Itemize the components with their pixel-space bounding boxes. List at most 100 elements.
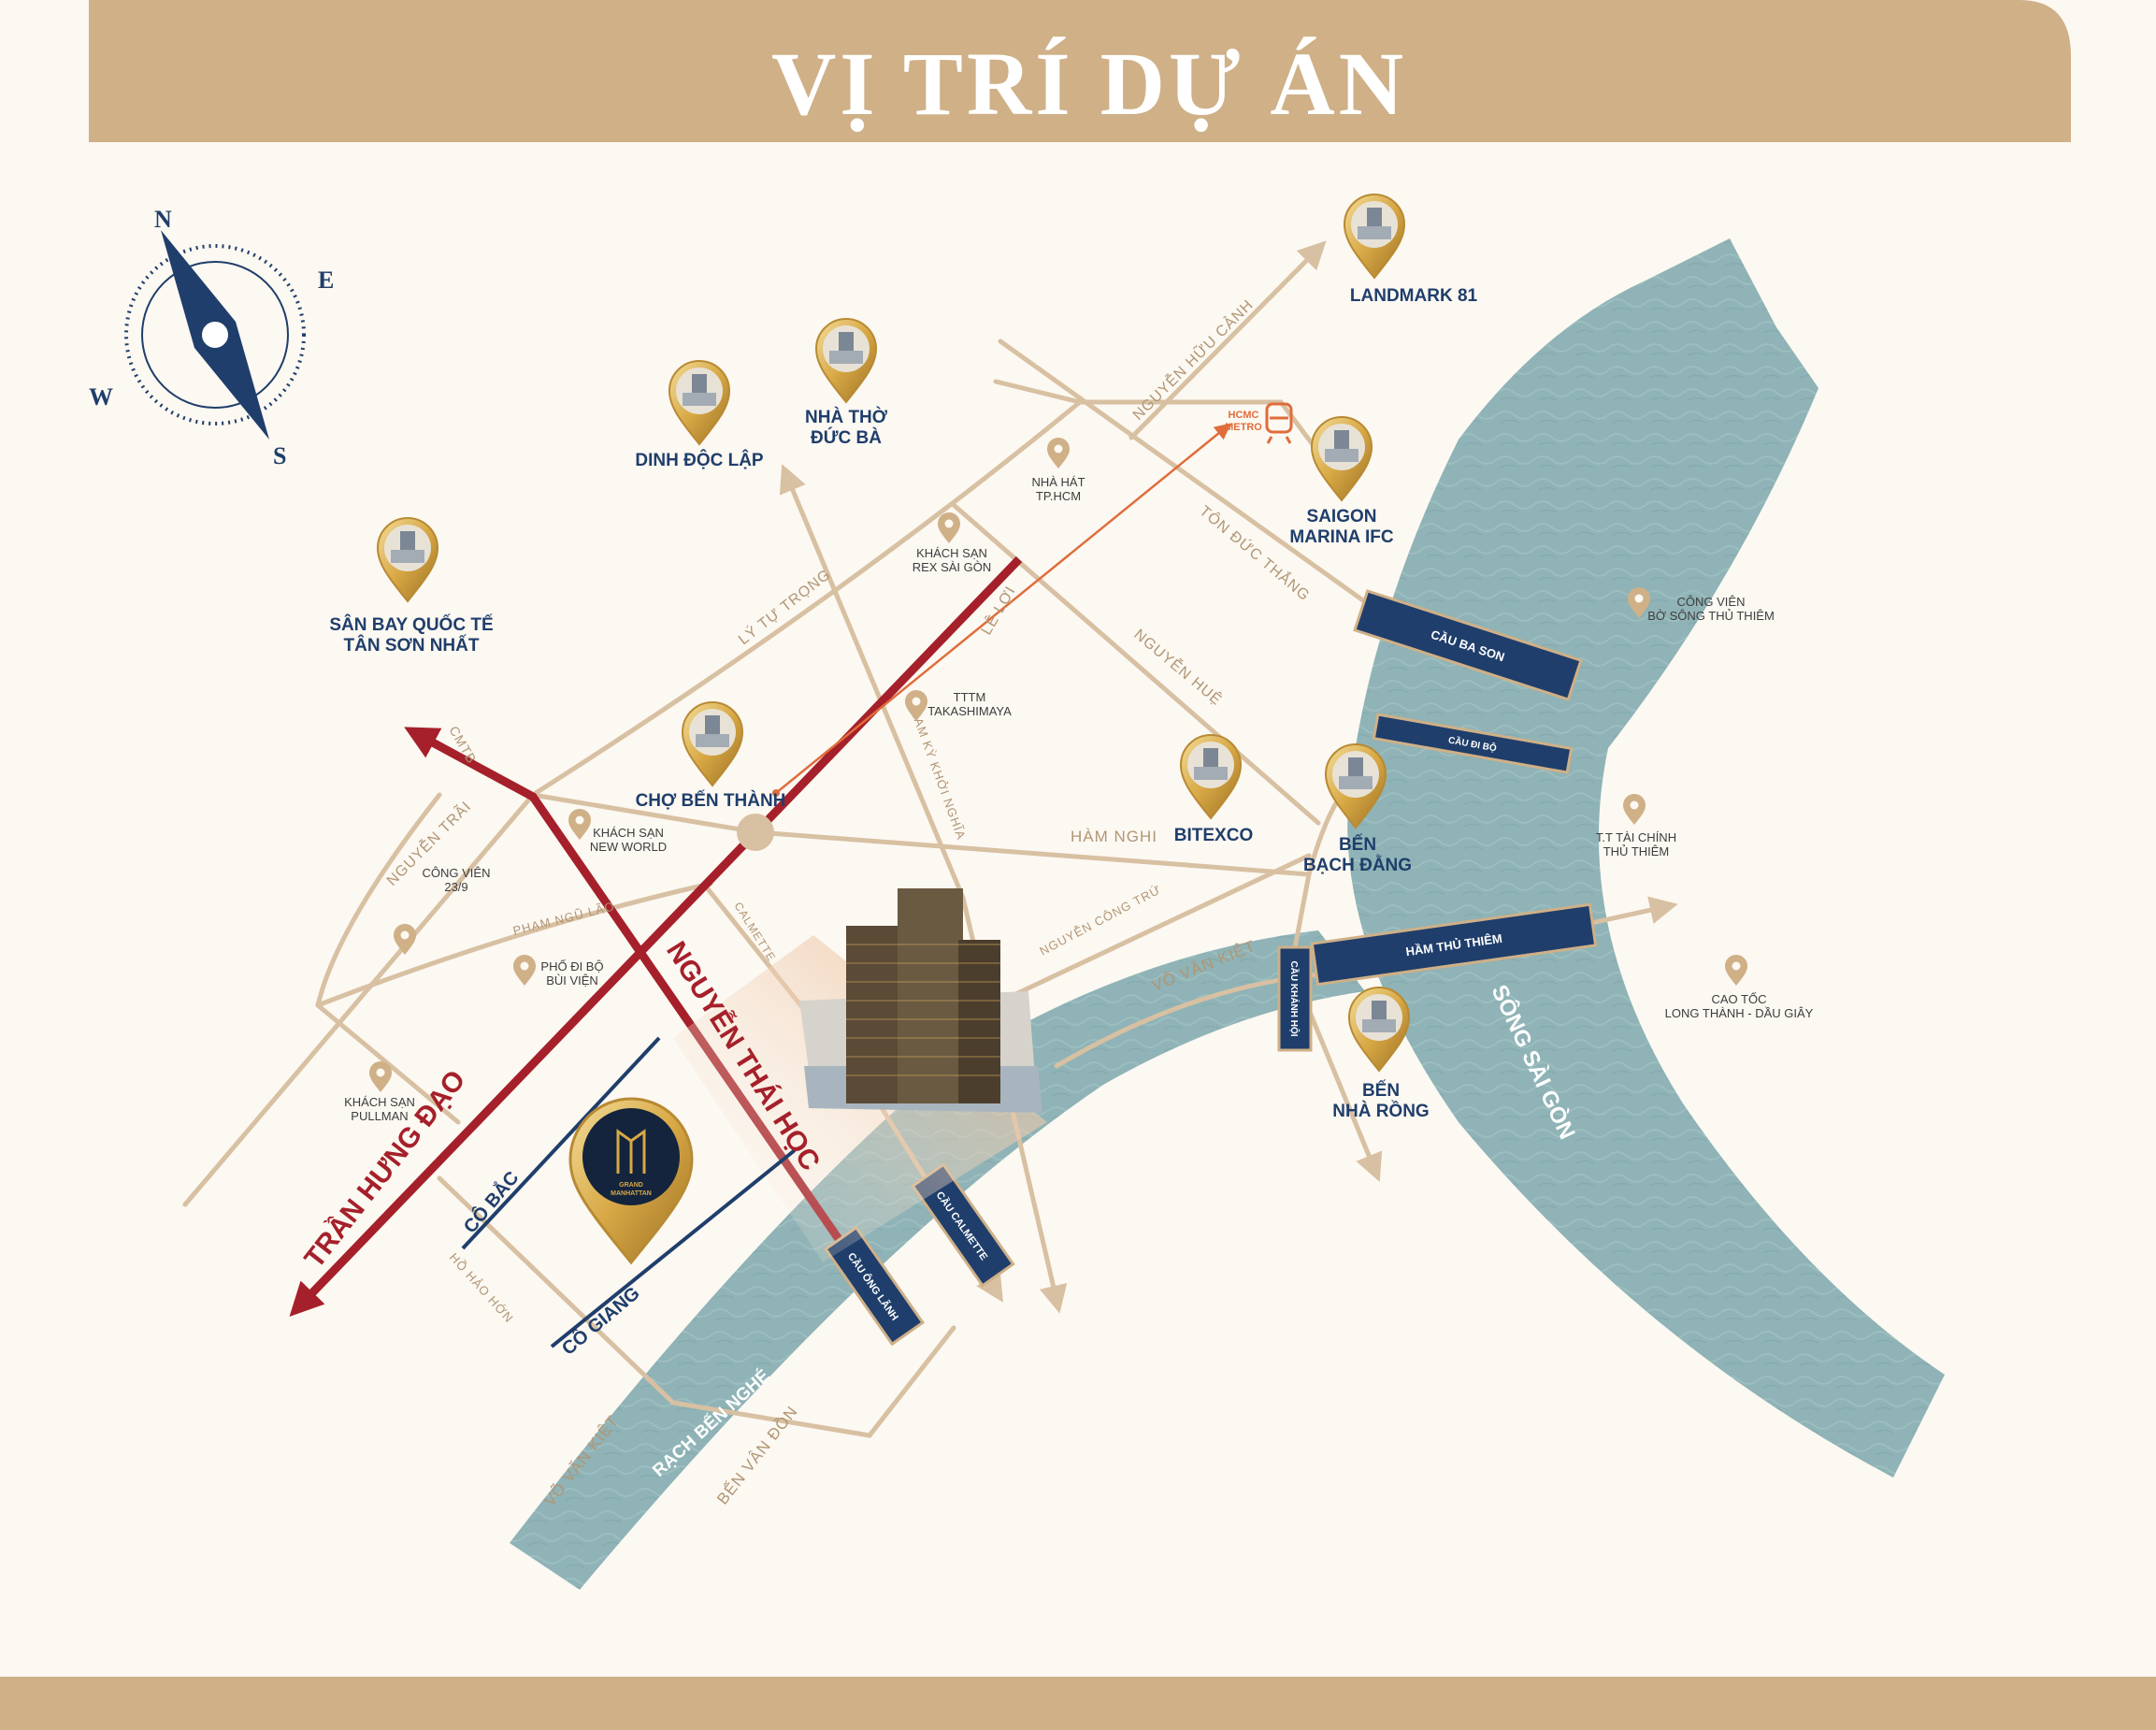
poi-label: TAKASHIMAYA	[927, 704, 1012, 718]
grand-manhattan-logo-icon	[616, 1129, 646, 1174]
compass-rose: N E S W	[89, 206, 334, 469]
bridges: CẦU BA SON CẦU ĐI BỘ HẦM THỦ THIÊM CẦU K…	[823, 589, 1598, 1347]
landmark-label: ĐỨC BÀ	[811, 427, 882, 448]
compass-e: E	[318, 267, 334, 294]
landmark-5: CHỢ BẾN THÀNH	[636, 701, 786, 811]
poi-label: BỜ SÔNG THỦ THIÊM	[1647, 609, 1775, 623]
road-nguyen-huu-canh	[1128, 240, 1327, 440]
landmark-label: DINH ĐỘC LẬP	[635, 450, 764, 470]
poi-label: NHÀ HÁT	[1031, 475, 1085, 489]
poi-label: BÙI VIỆN	[546, 973, 598, 988]
street-ly-tu-trong: LÝ TỰ TRỌNG	[735, 565, 834, 648]
location-pin-icon	[938, 512, 960, 543]
bridge-cau-ba-son: CẦU BA SON	[1353, 589, 1583, 701]
poi-label: THỦ THIÊM	[1603, 844, 1670, 858]
market-icon	[681, 701, 744, 787]
road-nguyen-cong-tru	[970, 853, 1312, 1017]
poi-label: TP.HCM	[1036, 489, 1081, 503]
landmark-label: SÂN BAY QUỐC TẾ	[329, 614, 493, 635]
compass-s: S	[273, 442, 286, 469]
poi-label: 23/9	[444, 880, 467, 894]
compass-n: N	[154, 206, 172, 233]
poi-label: CÔNG VIÊN	[1677, 595, 1746, 609]
location-pin-icon	[1047, 438, 1070, 469]
location-pin-icon	[513, 955, 536, 986]
road-co-bac	[461, 1036, 661, 1250]
bitexco-icon	[1179, 734, 1243, 820]
bridge-ham-thu-thiem: HẦM THỦ THIÊM	[1310, 902, 1598, 987]
landmark-label: BẾN	[1339, 834, 1376, 855]
header-banner: VỊ TRÍ DỰ ÁN	[89, 0, 2071, 142]
bridge-cau-di-bo: CẦU ĐI BỘ	[1372, 713, 1574, 774]
poi-label: NEW WORLD	[590, 840, 667, 854]
museum-icon	[1347, 987, 1411, 1073]
tower-icon	[1310, 416, 1373, 502]
landmark-0: LANDMARK 81	[1343, 194, 1478, 306]
landmark-2: DINH ĐỘC LẬP	[635, 360, 764, 470]
location-pin-icon	[1623, 794, 1646, 825]
cathedral-icon	[814, 318, 878, 404]
location-pin-icon	[568, 809, 591, 840]
project-label-2: MANHATTAN	[611, 1190, 652, 1197]
landmark-label: TÂN SƠN NHẤT	[344, 635, 480, 656]
park-icon	[1324, 743, 1387, 829]
landmark-label: CHỢ BẾN THÀNH	[636, 790, 786, 811]
bridge-cau-khanh-hoi: CẦU KHÁNH HỘI	[1277, 945, 1313, 1052]
road-ben-van-don	[315, 1002, 461, 1125]
project-pin: GRAND MANHATTAN	[568, 1097, 694, 1265]
project-site: GRAND MANHATTAN	[461, 888, 1047, 1348]
ben-thanh-roundabout	[737, 814, 774, 851]
river-song-sai-gon	[1347, 238, 1945, 1478]
poi-label: CÔNG VIÊN	[423, 866, 491, 880]
landmark-label: SAIGON	[1307, 507, 1377, 526]
metro-icon	[1265, 402, 1293, 444]
poi-label: KHÁCH SẠN	[593, 826, 664, 840]
street-nam-ky-khoi-nghia: NAM KỲ KHỞI NGHĨA	[908, 707, 969, 842]
compass-w: W	[89, 383, 113, 411]
grand-manhattan-building	[799, 888, 1042, 1113]
road-west-frame	[315, 792, 442, 1008]
landmark-label: NHÀ THỜ	[805, 407, 888, 427]
landmark-label: BẠCH ĐẰNG	[1303, 855, 1412, 875]
metro-label-1: HCMC	[1229, 410, 1259, 421]
project-label-1: GRAND	[619, 1182, 643, 1189]
street-ho-hao-hon: HỒ HẢO HỚN	[447, 1250, 517, 1326]
location-pin-icon	[905, 690, 927, 721]
page-title: VỊ TRÍ DỰ ÁN	[771, 34, 1407, 134]
poi-label: KHÁCH SẠN	[916, 546, 987, 560]
label-co-giang: CÔ GIANG	[557, 1281, 644, 1359]
street-ham-nghi: HÀM NGHI	[1071, 828, 1157, 845]
landmark-6: BITEXCO	[1174, 734, 1253, 845]
poi-label: LONG THÀNH - DẦU GIÂY	[1665, 1006, 1814, 1020]
street-nguyen-hue: NGUYỄN HUỆ	[1130, 626, 1226, 710]
road-co-giang	[550, 1148, 797, 1348]
svg-text:CẦU KHÁNH HỘI: CẦU KHÁNH HỘI	[1288, 960, 1301, 1036]
poi-label: KHÁCH SẠN	[344, 1095, 415, 1109]
road-ham-nghi	[755, 829, 1312, 877]
river-rach-ben-nghe	[510, 930, 1365, 1590]
location-pin-icon	[1725, 955, 1747, 986]
airplane-icon	[376, 517, 439, 603]
landmark-label: MARINA IFC	[1289, 527, 1393, 547]
poi-label: CAO TỐC	[1712, 992, 1767, 1006]
skyscraper-icon	[1343, 194, 1406, 280]
location-pin-icon	[1628, 587, 1650, 618]
location-pin-icon	[369, 1061, 392, 1092]
